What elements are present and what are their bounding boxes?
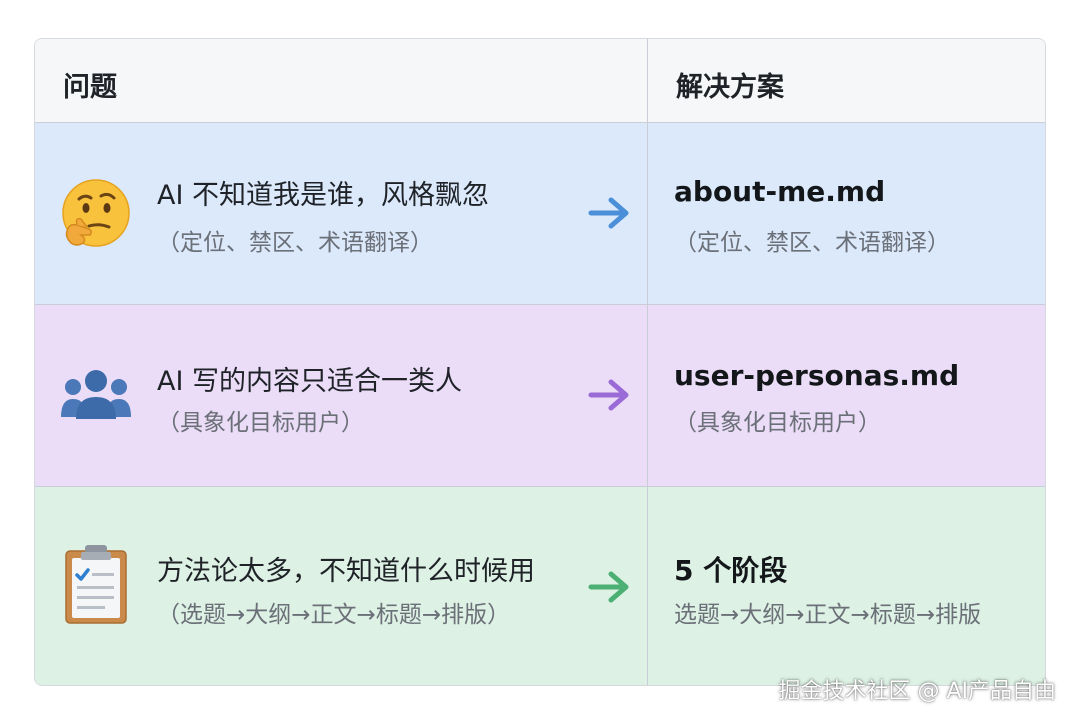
arrow-right-icon bbox=[588, 197, 629, 229]
solution-title: user-personas.md bbox=[674, 359, 960, 392]
header-problem-label: 问题 bbox=[63, 72, 117, 103]
watermark: 掘金技术社区 @ AI产品自由 bbox=[778, 679, 1056, 704]
solution-detail: （具象化目标用户） bbox=[674, 410, 881, 436]
solution-title: about-me.md bbox=[674, 175, 886, 208]
problem-title: AI 写的内容只适合一类人 bbox=[157, 366, 463, 397]
problem-title: 方法论太多，不知道什么时候用 bbox=[157, 556, 535, 587]
problem-title: AI 不知道我是谁，风格飘忽 bbox=[157, 180, 490, 211]
table-row: 方法论太多，不知道什么时候用 （选题→大纲→正文→标题→排版） 5 个阶段 选题… bbox=[35, 487, 1045, 685]
problem-solution-table: 问题 解决方案 AI 不知道我是谁，风格飘忽 bbox=[34, 38, 1046, 686]
solution-cell: about-me.md （定位、禁区、术语翻译） bbox=[648, 123, 1045, 304]
problem-cell: 方法论太多，不知道什么时候用 （选题→大纲→正文→标题→排版） bbox=[35, 487, 648, 685]
table-header-row: 问题 解决方案 bbox=[35, 39, 1045, 123]
arrow-right-icon bbox=[588, 571, 629, 603]
problem-cell: AI 写的内容只适合一类人 （具象化目标用户） bbox=[35, 305, 648, 486]
problem-detail: （定位、禁区、术语翻译） bbox=[157, 230, 433, 256]
arrow-right-icon bbox=[588, 379, 629, 411]
solution-cell: 5 个阶段 选题→大纲→正文→标题→排版 bbox=[648, 487, 1045, 685]
header-solution-label: 解决方案 bbox=[676, 72, 784, 103]
problem-detail: （选题→大纲→正文→标题→排版） bbox=[157, 602, 511, 628]
solution-detail: （定位、禁区、术语翻译） bbox=[674, 230, 950, 256]
users-group-icon bbox=[61, 370, 131, 419]
solution-detail: 选题→大纲→正文→标题→排版 bbox=[674, 602, 982, 628]
problem-detail: （具象化目标用户） bbox=[157, 410, 364, 436]
solution-cell: user-personas.md （具象化目标用户） bbox=[648, 305, 1045, 486]
header-cell-problem: 问题 bbox=[35, 39, 648, 122]
table-row: AI 不知道我是谁，风格飘忽 （定位、禁区、术语翻译） about-me.md … bbox=[35, 123, 1045, 305]
table-row: AI 写的内容只适合一类人 （具象化目标用户） user-personas.md… bbox=[35, 305, 1045, 487]
thinking-face-icon bbox=[62, 179, 130, 247]
solution-title: 5 个阶段 bbox=[674, 554, 788, 587]
header-cell-solution: 解决方案 bbox=[648, 39, 1045, 122]
clipboard-checklist-icon bbox=[65, 545, 127, 624]
problem-cell: AI 不知道我是谁，风格飘忽 （定位、禁区、术语翻译） bbox=[35, 123, 648, 304]
